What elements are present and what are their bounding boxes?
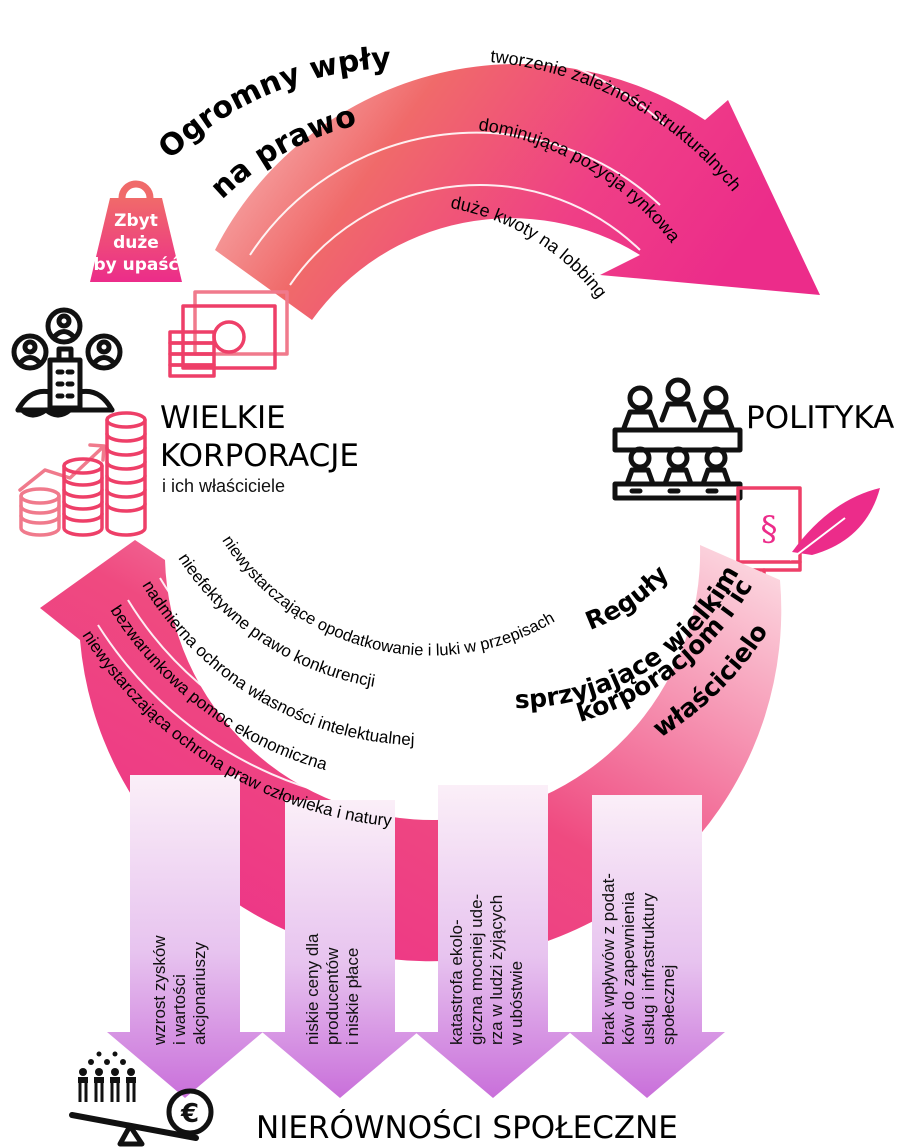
column-text-4: brak wpływów z podat- ków do zapewnienia… (599, 873, 678, 1045)
column-4-line-4: społecznej (659, 965, 678, 1045)
inequality-title: NIERÓWNOŚCI SPOŁECZNE (256, 1109, 678, 1146)
quill-icon (789, 488, 880, 561)
weight-line3: by upaść (93, 255, 178, 275)
parliament-icon (612, 377, 743, 501)
column-arrow-3 (415, 785, 571, 1098)
column-3-line-2: giczna mocniej ude- (467, 894, 486, 1045)
weight-line2: duże (113, 233, 159, 253)
column-4-line-2: ków do zapewnienia (619, 891, 638, 1045)
column-1-line-3: akcjonariuszy (190, 942, 209, 1045)
column-1-line-2: i wartości (170, 974, 189, 1045)
column-arrow-1 (107, 775, 263, 1098)
corporation-icon (11, 307, 123, 418)
corporations-subtitle: i ich właściciele (162, 476, 285, 496)
column-text-1: wzrost zysków i wartości akcjonariuszy (150, 935, 209, 1046)
top-arc-divider (249, 131, 661, 256)
bottom-arc-divider (97, 624, 501, 808)
top-arc-divider (149, 40, 666, 251)
column-text-3: katastrofa ekolo- giczna mocniej ude- rz… (447, 894, 526, 1046)
bottom-arc-divider (127, 599, 521, 769)
bottom-arc-title-line1: Reguły (581, 560, 674, 636)
column-3-line-3: rza w ludzi żyjących (487, 895, 506, 1045)
column-arrow-4 (569, 795, 725, 1098)
corporations-title-line1: WIELKIE (160, 400, 286, 436)
bottom-arc-divider (159, 577, 561, 731)
paragraph-symbol: § (761, 509, 778, 549)
inequality-icon: € (69, 1051, 214, 1147)
growth-coins-icon (18, 411, 147, 537)
corporations-title-line2: KORPORACJE (160, 438, 359, 474)
column-2-line-1: niskie ceny dla (303, 933, 322, 1045)
law-book-icon: § (736, 486, 802, 584)
column-3-line-4: w ubóstwie (507, 961, 526, 1046)
column-2-line-3: i niskie płace (343, 948, 362, 1045)
column-1-line-1: wzrost zysków (150, 935, 169, 1046)
bottom-arc-item-2: nieefektywne prawo konkurencji (175, 550, 377, 691)
bottom-arc-divider (194, 554, 581, 687)
column-4-line-3: usług i infrastruktury (639, 892, 658, 1045)
column-3-line-1: katastrofa ekolo- (447, 919, 466, 1045)
banknotes-icon (168, 290, 289, 378)
column-2-line-2: producentów (323, 947, 342, 1045)
column-arrow-2 (262, 800, 418, 1098)
weight-icon: Zbyt duże by upaść (90, 180, 182, 282)
politics-title: POLITYKA (746, 400, 894, 436)
top-arc-divider (289, 183, 641, 286)
top-arrow-arc (215, 64, 820, 320)
euro-symbol: € (180, 1099, 199, 1129)
weight-line1: Zbyt (114, 211, 158, 231)
column-4-line-1: brak wpływów z podat- (599, 873, 618, 1045)
column-text-2: niskie ceny dla producentów i niskie pła… (303, 933, 362, 1045)
